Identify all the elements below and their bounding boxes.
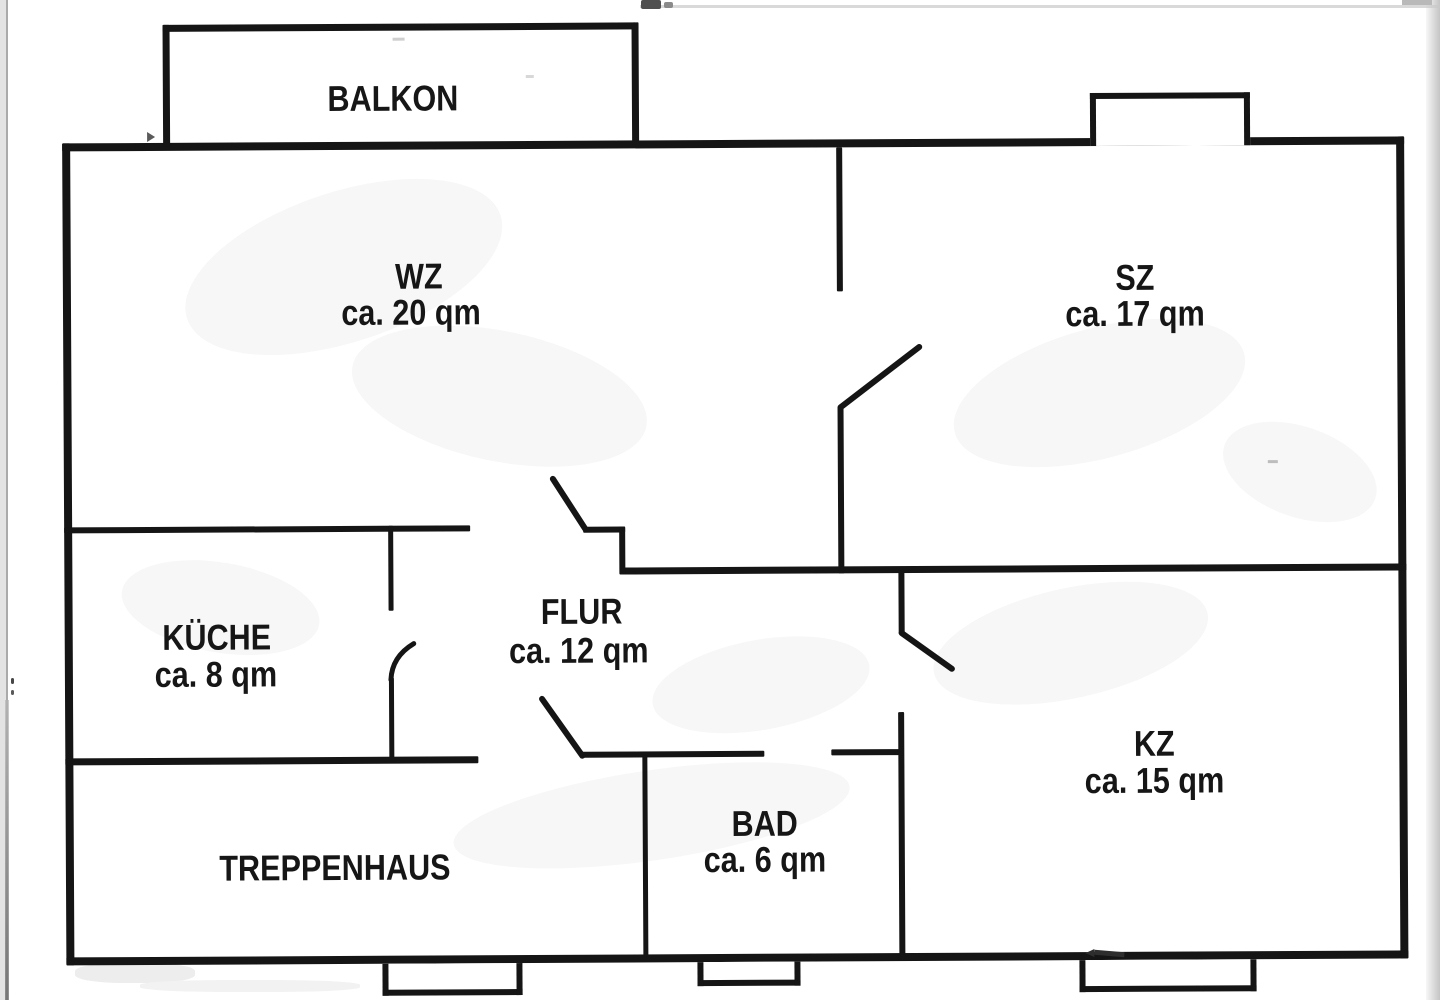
scan-speck bbox=[11, 678, 14, 684]
wall-wz-sz-divider-upper bbox=[836, 147, 843, 292]
scan-smudge bbox=[922, 559, 1220, 727]
balcony-wall-left bbox=[162, 24, 171, 147]
wall-bad-top-right bbox=[831, 749, 900, 756]
kz-area-label: ca. 15 qm bbox=[1084, 759, 1225, 802]
window-kz bbox=[1079, 959, 1257, 993]
outer-wall-left bbox=[62, 143, 75, 966]
door-leaf-sz bbox=[837, 343, 923, 411]
bad-area-label: ca. 6 qm bbox=[703, 838, 827, 881]
treppenhaus-label: TREPPENHAUS bbox=[219, 846, 451, 889]
wall-flur-sz-kz-divider bbox=[622, 563, 1407, 575]
wall-kueche-right-upper bbox=[388, 525, 394, 611]
scan-bottom-left-smudge bbox=[75, 963, 195, 983]
wall-kueche-right-lower bbox=[388, 677, 395, 762]
window-sz bbox=[1089, 92, 1251, 147]
wz-label: WZ bbox=[394, 255, 443, 297]
wall-bad-left bbox=[642, 755, 649, 957]
scan-top-dash bbox=[641, 0, 661, 9]
scan-left-edge-band bbox=[0, 0, 6, 1000]
scan-top-right-smudge bbox=[1402, 0, 1432, 5]
window-bad bbox=[697, 961, 801, 987]
door-leaf-kueche bbox=[388, 641, 417, 683]
flur-label: FLUR bbox=[540, 590, 623, 632]
balcony-wall-right bbox=[631, 22, 640, 145]
scan-left-edge-streak bbox=[5, 700, 9, 1000]
wall-bad-kz-right bbox=[898, 712, 906, 956]
scan-arrow-mark bbox=[147, 131, 156, 142]
outer-wall-right bbox=[1396, 136, 1409, 959]
balkon-label: BALKON bbox=[327, 77, 459, 120]
wz-area-label: ca. 20 qm bbox=[341, 291, 481, 333]
scan-top-edge-line bbox=[640, 5, 1440, 8]
scan-smudge bbox=[1209, 402, 1391, 542]
balcony-wall-top bbox=[162, 22, 639, 32]
wall-kueche-top bbox=[64, 525, 471, 534]
wall-entry-bad-top-left bbox=[582, 750, 765, 758]
scan-bottom-left-smudge bbox=[140, 980, 360, 992]
scan-top-dash bbox=[664, 2, 673, 8]
flur-area-label: ca. 12 qm bbox=[508, 629, 649, 672]
bad-label: BAD bbox=[731, 802, 798, 844]
wall-kz-door-jamb bbox=[898, 572, 905, 635]
kz-label: KZ bbox=[1133, 722, 1175, 764]
wall-flur-step-vertical bbox=[619, 526, 626, 575]
wall-wz-sz-divider-lower bbox=[837, 407, 845, 574]
scan-smudge bbox=[644, 620, 878, 749]
sz-area-label: ca. 17 qm bbox=[1065, 292, 1205, 335]
window-treppenhaus bbox=[382, 963, 523, 996]
scan-dash bbox=[1267, 460, 1278, 464]
scan-arrow-mark bbox=[1085, 949, 1095, 958]
kueche-area-label: ca. 8 qm bbox=[154, 653, 278, 695]
scan-speck bbox=[11, 690, 14, 695]
kueche-label: KÜCHE bbox=[162, 616, 272, 658]
door-leaf-wz bbox=[549, 475, 589, 532]
door-leaf-entry bbox=[539, 695, 586, 759]
scan-dash bbox=[525, 74, 534, 79]
scan-left-edge-line bbox=[6, 0, 8, 1000]
scan-right-edge-band bbox=[1426, 0, 1440, 1000]
scan-dash bbox=[392, 37, 405, 41]
wall-kueche-bottom bbox=[65, 756, 479, 766]
sz-label: SZ bbox=[1115, 256, 1155, 298]
